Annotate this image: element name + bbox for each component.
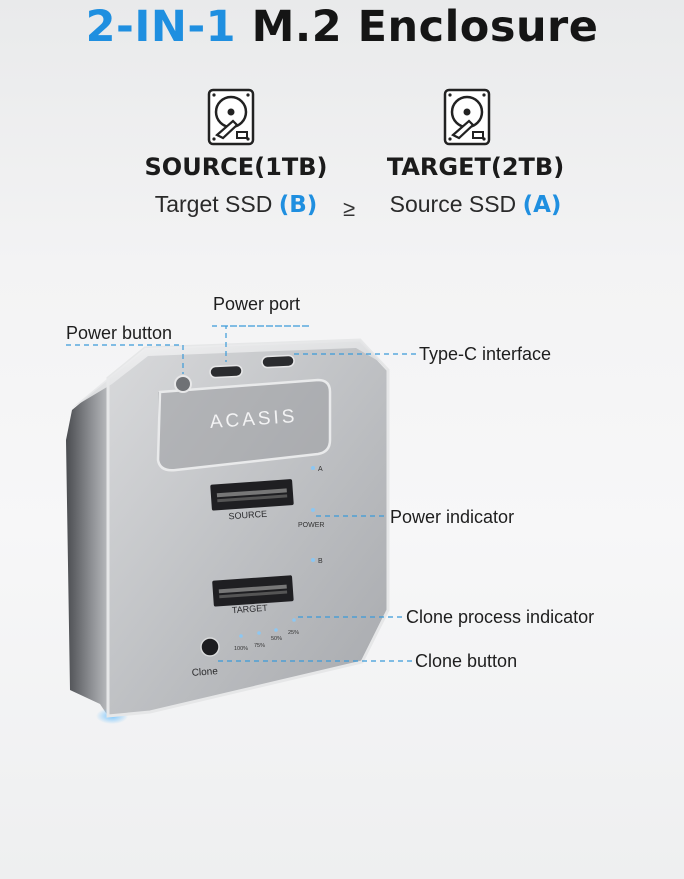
clone-button-shape	[200, 637, 220, 657]
target-slot	[212, 575, 294, 607]
power-button-shape	[174, 375, 192, 393]
target-drive-block: TARGET(2TB) Source SSD (A)	[368, 153, 583, 218]
enclosure-side-panel	[66, 380, 108, 716]
source-slot-label: SOURCE	[228, 509, 267, 522]
source-drive-name: SOURCE(1TB)	[144, 153, 328, 181]
callout-clone-button: Clone button	[415, 651, 518, 671]
callout-line-power-port	[212, 325, 310, 362]
led-b-label: B	[318, 558, 323, 565]
callout-clone-process: Clone process indicator	[406, 607, 595, 627]
source-drive-sub-text: Target SSD	[154, 191, 273, 217]
led-a	[311, 466, 315, 470]
enclosure-rim	[72, 340, 388, 408]
target-drive-sub-text: Source SSD	[389, 191, 517, 217]
led-power	[311, 508, 315, 512]
led-b	[311, 558, 315, 562]
source-drive-letter: (B)	[278, 192, 318, 218]
callout-power-indicator: Power indicator	[390, 507, 515, 527]
callout-power-button: Power button	[66, 323, 173, 343]
relation-symbol: ≥	[343, 196, 356, 221]
progress-led-50	[274, 628, 278, 632]
progress-led-75	[257, 631, 261, 635]
target-drive-letter: (A)	[522, 192, 562, 218]
progress-led-25	[292, 618, 296, 622]
progress-led-100	[239, 634, 243, 638]
page-title: 2-IN-1 M.2 Enclosure	[0, 2, 684, 52]
progress-label-50: 50%	[271, 636, 282, 642]
callout-power-port: Power port	[213, 294, 301, 314]
power-port-shape	[209, 364, 243, 379]
progress-label-75: 75%	[254, 643, 265, 649]
target-drive-name: TARGET(2TB)	[386, 153, 565, 181]
callout-line-power-button	[66, 344, 184, 374]
clone-label: Clone	[191, 666, 218, 679]
title-accent: 2-IN-1	[85, 2, 237, 52]
handle-recess-edge	[156, 378, 332, 472]
target-drive-sub: Source SSD (A)	[368, 191, 583, 218]
led-power-label: POWER	[298, 522, 324, 529]
title-main: M.2 Enclosure	[251, 2, 599, 52]
source-drive-sub: Target SSD (B)	[131, 191, 341, 218]
hard-drive-icon	[443, 88, 491, 146]
progress-label-100: 100%	[234, 646, 248, 652]
callout-type-c: Type-C interface	[419, 344, 552, 364]
source-slot	[210, 479, 294, 511]
type-c-port-shape	[261, 354, 295, 369]
led-a-label: A	[318, 466, 323, 473]
target-slot-label: TARGET	[232, 603, 269, 616]
hard-drive-icon	[207, 88, 255, 146]
callout-lines	[66, 325, 418, 662]
handle-recess	[158, 380, 330, 471]
source-drive-block: SOURCE(1TB) Target SSD (B)	[131, 153, 341, 218]
progress-label-25: 25%	[288, 630, 299, 636]
